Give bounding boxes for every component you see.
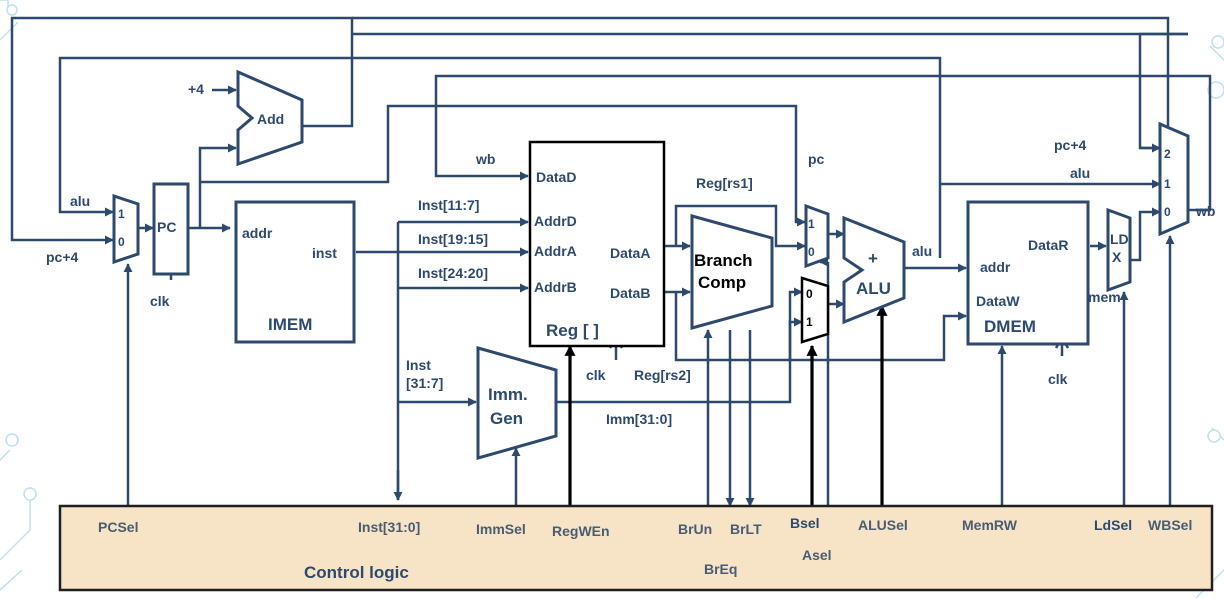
a-mux: 1 0 — [804, 203, 830, 269]
wire-labels: +4 alu pc+4 clk wb pc Inst[11:7] Inst[19… — [46, 81, 1215, 427]
ldsel-label: LdSel — [1094, 517, 1132, 533]
pc-to-alu-label: pc — [808, 151, 825, 167]
reg-datab-port: DataB — [610, 285, 650, 301]
reg-dataa-port: DataA — [610, 245, 650, 261]
inst-31-7-label-line1: Inst — [406, 357, 431, 373]
inst-11-7-label: Inst[11:7] — [418, 197, 479, 213]
regwen-label: RegWEn — [552, 523, 610, 539]
alu-feedback-label: alu — [70, 193, 90, 209]
ldx-label-line2: X — [1112, 249, 1122, 265]
reg-addrb-port: AddrB — [534, 279, 577, 295]
reg-rs2-label: Reg[rs2] — [634, 367, 691, 383]
immsel-label: ImmSel — [476, 521, 526, 537]
reg-clk-label: clk — [586, 367, 606, 383]
dmem-dataw-port: DataW — [976, 293, 1020, 309]
reg-rs1-label: Reg[rs1] — [696, 175, 753, 191]
register-file: DataD AddrD AddrA AddrB DataA DataB Reg … — [528, 140, 666, 348]
imm-out-label: Imm[31:0] — [606, 411, 672, 427]
alu-out-label: alu — [912, 243, 932, 259]
pc-mux: 1 0 — [112, 193, 140, 265]
imem-addr-port: addr — [242, 225, 273, 241]
plus4-label: +4 — [188, 81, 204, 97]
wb-alu-label: alu — [1070, 165, 1090, 181]
dmem-block: addr DataW DataR DMEM — [966, 200, 1090, 346]
wb-mux: 2 1 0 — [1158, 121, 1190, 237]
wb-mux-in1-label: 1 — [1164, 177, 1171, 191]
imem-block: addr inst IMEM — [234, 200, 356, 344]
memrw-label: MemRW — [962, 517, 1018, 533]
branch-comp-label-line2: Comp — [698, 273, 746, 292]
wb-to-reg-label: wb — [475, 151, 495, 167]
alu-plus-label: + — [868, 249, 878, 268]
reg-addra-port: AddrA — [534, 243, 577, 259]
pc-plus4-label: pc+4 — [46, 249, 79, 265]
dmem-addr-port: addr — [980, 259, 1011, 275]
wb-pc4-label: pc+4 — [1054, 137, 1087, 153]
inst-24-20-label: Inst[24:20] — [418, 265, 488, 281]
reg-label: Reg [ ] — [546, 321, 599, 340]
branch-comparator: Branch Comp — [690, 214, 774, 330]
control-logic-label: Control logic — [304, 563, 409, 582]
control-logic-block: Control logic PCSel Inst[31:0] ImmSel Re… — [58, 504, 1214, 592]
b-mux-in0-label: 0 — [806, 287, 813, 301]
b-mux: 0 1 — [800, 276, 830, 344]
bsel-label: Bsel — [790, 515, 820, 531]
imem-label: IMEM — [268, 315, 312, 334]
inst-control-label: Inst[31:0] — [358, 519, 420, 535]
wbsel-label: WBSel — [1148, 517, 1192, 533]
asel-label: Asel — [802, 547, 832, 563]
branch-comp-label-line1: Branch — [694, 251, 753, 270]
pc-register: PC — [152, 182, 190, 276]
inst-31-7-label-line2: [31:7] — [406, 375, 443, 391]
immediate-generator: Imm. Gen — [476, 346, 558, 460]
ldx-label-line1: LD — [1110, 231, 1129, 247]
pc-mux-in0-label: 0 — [118, 235, 125, 249]
alu-block: + ALU — [842, 215, 906, 325]
a-mux-in0-label: 0 — [808, 245, 815, 259]
b-mux-in1-label: 1 — [806, 315, 813, 329]
dmem-label: DMEM — [984, 317, 1036, 336]
imem-inst-port: inst — [312, 245, 337, 261]
dmem-datar-port: DataR — [1028, 237, 1068, 253]
mem-out-label: mem — [1088, 289, 1121, 305]
brun-label: BrUn — [678, 521, 712, 537]
pc-label: PC — [157, 219, 176, 235]
reg-datad-port: DataD — [536, 169, 576, 185]
dmem-clk-label: clk — [1048, 371, 1068, 387]
imm-gen-label-line2: Gen — [490, 409, 523, 428]
breq-label: BrEq — [704, 561, 737, 577]
load-extend-block: LD X — [1106, 207, 1132, 293]
inst-19-15-label: Inst[19:15] — [418, 231, 488, 247]
alu-label: ALU — [856, 279, 891, 298]
a-mux-in1-label: 1 — [808, 217, 815, 231]
wb-mux-in2-label: 2 — [1164, 147, 1171, 161]
pc-clk-label: clk — [150, 293, 170, 309]
wb-mux-in0-label: 0 — [1164, 205, 1171, 219]
alusel-label: ALUSel — [858, 517, 908, 533]
wb-out-label: wb — [1195, 203, 1215, 219]
pc-mux-in1-label: 1 — [118, 207, 125, 221]
reg-addrd-port: AddrD — [534, 213, 577, 229]
brlt-label: BrLT — [730, 521, 762, 537]
pc-adder: Add — [236, 69, 304, 167]
adder-label: Add — [257, 111, 284, 127]
imm-gen-label-line1: Imm. — [488, 385, 528, 404]
pcsel-label: PCSel — [98, 519, 138, 535]
